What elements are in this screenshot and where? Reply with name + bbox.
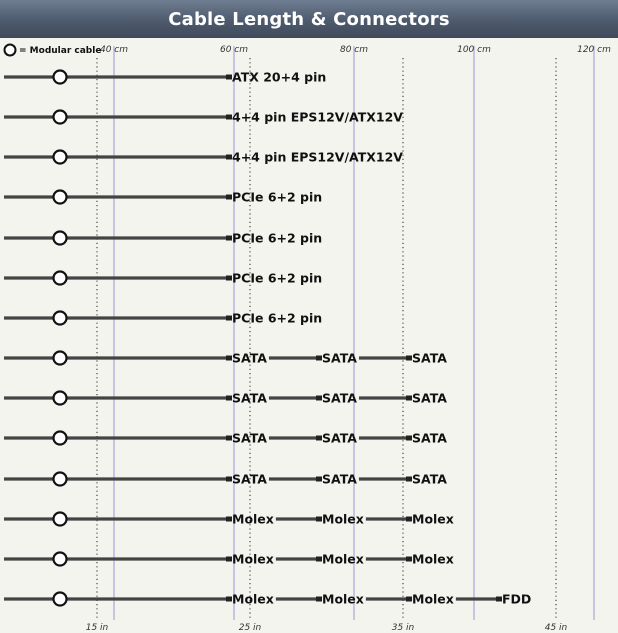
connector-plug-icon (406, 556, 412, 562)
connector-label: PCIe 6+2 pin (232, 190, 322, 205)
connector-label: SATA (232, 472, 267, 487)
modular-connector-icon (52, 109, 68, 125)
connector-label: PCIe 6+2 pin (232, 271, 322, 286)
connector-label: 4+4 pin EPS12V/ATX12V (232, 150, 403, 165)
connector-label: SATA (232, 351, 267, 366)
connector-plug-icon (226, 355, 232, 361)
cm-tick-label: 60 cm (220, 45, 248, 55)
diagram-title: Cable Length & Connectors (0, 0, 618, 38)
connector-plug-icon (226, 235, 232, 241)
connector-label: Molex (232, 552, 274, 567)
connector-label: FDD (502, 592, 531, 607)
connector-label: Molex (412, 592, 454, 607)
connector-label: SATA (232, 431, 267, 446)
connector-plug-icon (316, 395, 322, 401)
connector-plug-icon (226, 154, 232, 160)
connector-plug-icon (316, 596, 322, 602)
inch-tick-label: 15 in (86, 623, 109, 633)
connector-label: SATA (412, 472, 447, 487)
connector-label: ATX 20+4 pin (232, 70, 326, 85)
connector-label: PCIe 6+2 pin (232, 231, 322, 246)
connector-label: Molex (412, 552, 454, 567)
connector-plug-icon (316, 355, 322, 361)
connector-label: PCIe 6+2 pin (232, 311, 322, 326)
connector-label: SATA (412, 391, 447, 406)
connector-label: SATA (322, 391, 357, 406)
connector-label: Molex (412, 512, 454, 527)
modular-connector-icon (52, 591, 68, 607)
connector-label: SATA (322, 472, 357, 487)
connector-plug-icon (226, 315, 232, 321)
cm-tick-label: 80 cm (340, 45, 368, 55)
connector-plug-icon (226, 275, 232, 281)
modular-connector-icon (52, 511, 68, 527)
cm-tick-label: 100 cm (457, 45, 491, 55)
connector-label: Molex (322, 592, 364, 607)
connector-plug-icon (226, 516, 232, 522)
modular-connector-circle-icon (3, 43, 17, 57)
connector-plug-icon (226, 556, 232, 562)
connector-plug-icon (226, 395, 232, 401)
cm-tick-label: 40 cm (100, 45, 128, 55)
connector-plug-icon (406, 395, 412, 401)
connector-label: Molex (232, 592, 274, 607)
cm-tick-label: 120 cm (577, 45, 611, 55)
inch-tick-label: 25 in (239, 623, 262, 633)
connector-plug-icon (316, 556, 322, 562)
modular-connector-icon (52, 230, 68, 246)
modular-connector-icon (52, 430, 68, 446)
inch-tick-label: 35 in (392, 623, 415, 633)
connector-label: Molex (322, 512, 364, 527)
connector-plug-icon (226, 596, 232, 602)
connector-label: Molex (232, 512, 274, 527)
modular-connector-icon (52, 551, 68, 567)
connector-plug-icon (406, 355, 412, 361)
connector-label: SATA (412, 431, 447, 446)
connector-label: 4+4 pin EPS12V/ATX12V (232, 110, 403, 125)
connector-plug-icon (406, 476, 412, 482)
legend-label: = Modular cable (19, 46, 101, 56)
modular-connector-icon (52, 471, 68, 487)
connector-plug-icon (316, 435, 322, 441)
connector-plug-icon (406, 435, 412, 441)
connector-plug-icon (316, 516, 322, 522)
modular-connector-icon (52, 390, 68, 406)
connector-plug-icon (226, 435, 232, 441)
connector-label: Molex (322, 552, 364, 567)
connector-label: SATA (322, 431, 357, 446)
connector-plug-icon (226, 194, 232, 200)
modular-connector-icon (52, 310, 68, 326)
connector-label: SATA (232, 391, 267, 406)
modular-connector-icon (52, 350, 68, 366)
connector-plug-icon (316, 476, 322, 482)
modular-connector-icon (52, 149, 68, 165)
connector-label: SATA (412, 351, 447, 366)
connector-plug-icon (496, 596, 502, 602)
connector-plug-icon (406, 596, 412, 602)
inch-tick-label: 45 in (545, 623, 568, 633)
connector-plug-icon (226, 114, 232, 120)
connector-plug-icon (406, 516, 412, 522)
connector-label: SATA (322, 351, 357, 366)
connector-plug-icon (226, 476, 232, 482)
modular-connector-icon (52, 69, 68, 85)
modular-connector-icon (52, 189, 68, 205)
connector-plug-icon (226, 74, 232, 80)
modular-connector-icon (52, 270, 68, 286)
